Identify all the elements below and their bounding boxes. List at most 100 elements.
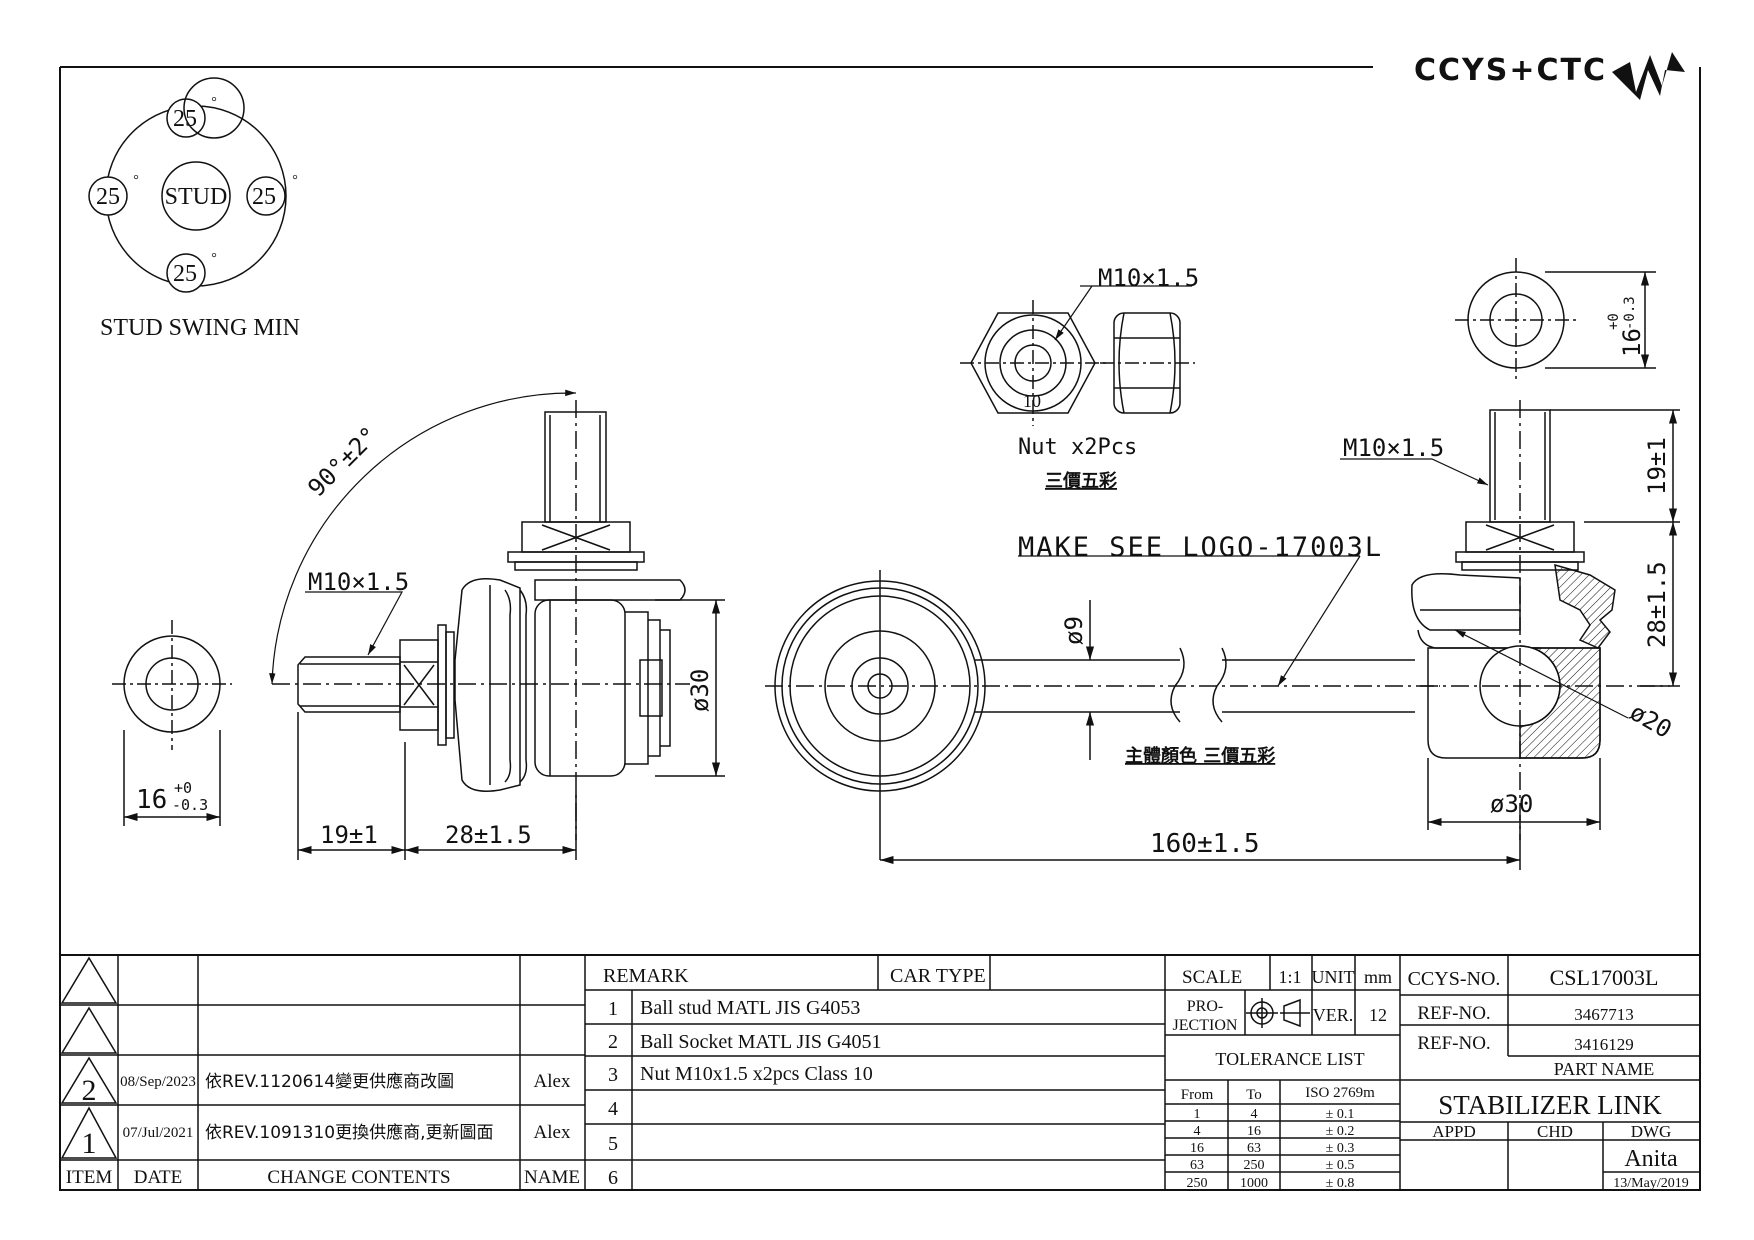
left-dia-dim: ø30 bbox=[686, 669, 714, 712]
projection-label-1: PRO- bbox=[1187, 998, 1223, 1015]
tol-header-std: ISO 2769m bbox=[1305, 1085, 1375, 1101]
degree-mark-bottom: ° bbox=[211, 251, 217, 266]
appd-label: APPD bbox=[1432, 1122, 1475, 1141]
swing-angle-top: 25 bbox=[173, 106, 197, 132]
tolerance-title: TOLERANCE LIST bbox=[1215, 1049, 1364, 1069]
nut-color-note: 三價五彩 bbox=[1045, 470, 1117, 492]
unit-value: mm bbox=[1364, 967, 1392, 987]
tol-from-0: 1 bbox=[1194, 1107, 1201, 1122]
left-washer-dim: 16 bbox=[136, 785, 167, 815]
dwg-date: 13/May/2019 bbox=[1613, 1176, 1688, 1191]
left-angle-dim: 90°±2° bbox=[302, 421, 383, 502]
bar-dia-dim: ø9 bbox=[1060, 616, 1088, 645]
left-body-dim: 28±1.5 bbox=[445, 821, 532, 849]
swing-angle-bottom: 25 bbox=[173, 261, 197, 287]
remark-text-3: Nut M10x1.5 x2pcs Class 10 bbox=[640, 1063, 873, 1085]
logo-wings-icon bbox=[1612, 52, 1685, 100]
part-name-value: STABILIZER LINK bbox=[1438, 1090, 1662, 1120]
make-logo-note: MAKE SEE LOGO-17003L bbox=[1018, 532, 1383, 563]
remark-text-1: Ball stud MATL JIS G4053 bbox=[640, 997, 860, 1019]
tol-from-2: 16 bbox=[1190, 1141, 1204, 1156]
company-logo: CCYS+CTC bbox=[1414, 52, 1685, 100]
tol-to-3: 250 bbox=[1244, 1158, 1265, 1173]
scale-value: 1:1 bbox=[1278, 967, 1301, 987]
right-body-dim: 28±1.5 bbox=[1643, 561, 1671, 648]
swing-angle-left: 25 bbox=[96, 184, 120, 210]
right-dia-dim: ø30 bbox=[1490, 790, 1533, 818]
right-washer-dim: 16 bbox=[1618, 328, 1646, 357]
car-type-label: CAR TYPE bbox=[890, 965, 986, 987]
left-washer-tol-lower: -0.3 bbox=[172, 796, 208, 814]
swing-caption: STUD SWING MIN bbox=[100, 315, 300, 341]
unit-label: UNIT bbox=[1312, 967, 1355, 987]
tol-from-1: 4 bbox=[1194, 1124, 1201, 1139]
rev-content-2: 依REV.1120614變更供應商改圖 bbox=[205, 1071, 454, 1092]
rev-item-1: 1 bbox=[82, 1127, 97, 1160]
tol-header-to: To bbox=[1246, 1087, 1262, 1103]
ccys-no-label: CCYS-NO. bbox=[1408, 968, 1501, 990]
rev-date-2: 08/Sep/2023 bbox=[120, 1074, 196, 1090]
tol-to-0: 4 bbox=[1251, 1107, 1258, 1122]
projection-label-2: JECTION bbox=[1173, 1017, 1238, 1034]
tol-header-from: From bbox=[1181, 1087, 1214, 1103]
remark-no-4: 4 bbox=[608, 1098, 618, 1120]
tol-from-4: 250 bbox=[1187, 1176, 1208, 1191]
left-stud-dim: 19±1 bbox=[320, 821, 378, 849]
chd-label: CHD bbox=[1537, 1122, 1573, 1141]
remark-no-2: 2 bbox=[608, 1031, 618, 1053]
right-stud-dim: 19±1 bbox=[1643, 437, 1671, 495]
right-washer-tol-upper: +0 bbox=[1606, 313, 1622, 330]
ccys-no-value: CSL17003L bbox=[1550, 965, 1659, 990]
rev-name-1: Alex bbox=[534, 1122, 571, 1143]
tol-val-2: ± 0.3 bbox=[1326, 1141, 1355, 1156]
tol-to-4: 1000 bbox=[1240, 1176, 1268, 1191]
right-washer-view bbox=[1455, 258, 1656, 382]
swing-center-label: STUD bbox=[165, 184, 228, 210]
nut-class-mark: 10 bbox=[1023, 391, 1041, 411]
tol-val-3: ± 0.5 bbox=[1326, 1158, 1355, 1173]
left-washer-tol-upper: +0 bbox=[174, 779, 192, 797]
ver-label: VER. bbox=[1313, 1005, 1354, 1025]
ref-no-value-2: 3416129 bbox=[1574, 1035, 1634, 1054]
stud-swing-diagram bbox=[88, 77, 287, 293]
rev-item-2: 2 bbox=[82, 1074, 97, 1107]
swing-angle-right: 25 bbox=[252, 184, 276, 210]
nut-thread-label: M10×1.5 bbox=[1098, 264, 1199, 292]
length-dim: 160±1.5 bbox=[1150, 829, 1260, 859]
remark-no-5: 5 bbox=[608, 1133, 618, 1155]
right-thread-label: M10×1.5 bbox=[1343, 434, 1444, 462]
rev-header-date: DATE bbox=[134, 1167, 183, 1188]
rev-header-item: ITEM bbox=[66, 1167, 113, 1188]
tol-to-1: 16 bbox=[1247, 1124, 1261, 1139]
remark-header: REMARK bbox=[603, 965, 689, 987]
ref-no-label-1: REF-NO. bbox=[1417, 1003, 1490, 1024]
drawing-border bbox=[59, 66, 1701, 1191]
remark-no-6: 6 bbox=[608, 1167, 618, 1189]
left-side-view bbox=[269, 389, 725, 860]
rev-header-name: NAME bbox=[524, 1167, 580, 1188]
remark-no-3: 3 bbox=[608, 1064, 618, 1086]
ver-value: 12 bbox=[1369, 1005, 1387, 1025]
right-ball-dim: ø20 bbox=[1625, 698, 1677, 744]
rev-name-2: Alex bbox=[534, 1071, 571, 1092]
tol-to-2: 63 bbox=[1247, 1141, 1261, 1156]
body-color-note: 主體顏色 三價五彩 bbox=[1125, 745, 1275, 767]
ref-no-value-1: 3467713 bbox=[1574, 1005, 1634, 1024]
part-name-label: PART NAME bbox=[1554, 1059, 1654, 1079]
right-washer-tol-lower: -0.3 bbox=[1622, 296, 1638, 330]
tol-from-3: 63 bbox=[1190, 1158, 1204, 1173]
rev-header-content: CHANGE CONTENTS bbox=[267, 1167, 450, 1188]
tol-val-1: ± 0.2 bbox=[1326, 1124, 1355, 1139]
degree-mark-top: ° bbox=[211, 95, 217, 110]
left-thread-label: M10×1.5 bbox=[308, 568, 409, 596]
remark-no-1: 1 bbox=[608, 998, 618, 1020]
scale-label: SCALE bbox=[1182, 967, 1242, 988]
rev-content-1: 依REV.1091310更換供應商,更新圖面 bbox=[205, 1122, 494, 1143]
dwg-name: Anita bbox=[1624, 1146, 1678, 1172]
bar-eye-view bbox=[765, 555, 1521, 870]
logo-text: CCYS+CTC bbox=[1414, 53, 1607, 88]
nut-count-label: Nut x2Pcs bbox=[1018, 435, 1137, 460]
remark-text-2: Ball Socket MATL JIS G4051 bbox=[640, 1031, 881, 1053]
tol-val-0: ± 0.1 bbox=[1326, 1107, 1355, 1122]
